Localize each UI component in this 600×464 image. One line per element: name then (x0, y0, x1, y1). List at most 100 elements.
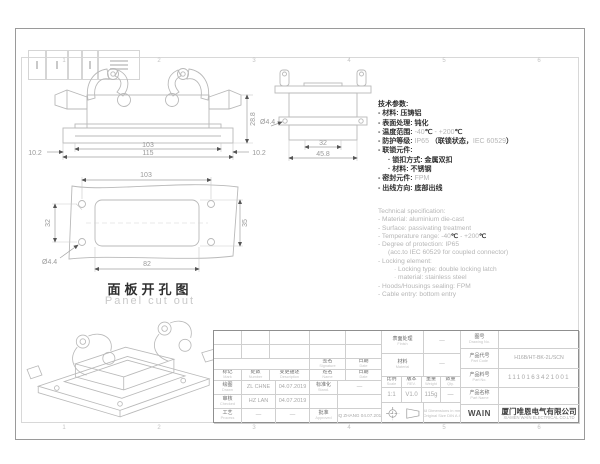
tb-notes-cell: All Dimensions in mm Original Size DIN A… (424, 403, 461, 424)
tb-rev-cell (310, 331, 346, 345)
side-view-part-outline (274, 69, 372, 141)
tb-rev-header: 版本 REV. (402, 377, 422, 388)
tb-checked-header: 审核 Checked (214, 395, 242, 409)
binding-strip-cell (46, 50, 68, 80)
dimension-label: 45.8 (316, 151, 330, 158)
tb-process-date-value: — (289, 412, 296, 419)
dimension-label: 32 (45, 219, 52, 227)
tb-part-no-value: 1110163421001 (499, 369, 580, 388)
tb-drawn-name-value: ZL CHNE (246, 383, 271, 390)
tb-mark-label-en: Mark (223, 375, 232, 380)
tb-blank-cell (338, 395, 382, 409)
panel-cutout-drawing: 103 32 35 82 Ø4.4 (42, 172, 249, 272)
binding-strip-cell (28, 50, 46, 80)
spec-line: - Cable entry: bottom entry (378, 290, 457, 298)
tb-part-no-label-cn: 产品料号 (469, 372, 490, 379)
tb-approved-label-cn: 批准 (318, 410, 329, 417)
tb-weight-value: 115g (422, 388, 441, 403)
tb-scale-header: 比例 Scale (382, 377, 402, 388)
tb-drawing-no-value (499, 331, 580, 349)
tb-company-logo-cell: WAIN (461, 405, 499, 424)
tb-rev-cell (242, 331, 270, 345)
tb-mark-label-cn: 标记 (222, 370, 233, 376)
tb-finish-label-cn: 表面处理 (392, 336, 413, 343)
tb-process-name: — (242, 409, 276, 424)
dimension-label: 82 (143, 261, 151, 268)
tb-standard-header: 标准化 Stand. (310, 381, 338, 395)
tb-rev-cell (270, 331, 310, 345)
front-view-part-outline (54, 68, 242, 144)
tb-name-label-en: Name (322, 375, 333, 380)
tb-qty-value: — (441, 388, 461, 403)
binding-strip-cell (98, 50, 140, 80)
tb-process-header: 工艺 Process (214, 409, 242, 424)
dimension-label: Ø4.4 (260, 119, 275, 126)
zone-label: 5 (442, 425, 446, 431)
wain-logo: WAIN (468, 409, 491, 418)
spec-line: - Temperature range: -40℃ - +200℃ (378, 232, 487, 240)
spec-line: 技术参数: (378, 101, 409, 108)
tb-checked-name-value: HZ LAN (248, 397, 269, 404)
tb-description-label-cn: 变更描述 (279, 370, 300, 376)
tb-drawing-no-header: 图号 Drawing No. (461, 331, 499, 349)
tb-signature-header: 签名 Signature (310, 359, 346, 370)
tb-drawn-name: ZL CHNE (242, 381, 276, 395)
tb-material-value: — (424, 354, 461, 377)
tb-finish-label-en: Finish (397, 342, 408, 347)
tb-material-value-text: — (439, 361, 445, 368)
tb-rev-cell (346, 331, 382, 345)
tb-checked-date-value: 04.07.2019 (278, 397, 307, 404)
tb-rev-cell (214, 345, 242, 359)
tb-signature-label-en: Signature (319, 364, 336, 369)
tb-drawing-no-label-cn: 图号 (474, 333, 485, 340)
tb-part-no-label-en: Part No. (472, 378, 487, 383)
tb-finish-header: 表面处理 Finish (382, 331, 424, 354)
tb-drawn-label-cn: 绘图 (222, 381, 233, 388)
spec-line: - 密封元件: FPM (378, 175, 430, 183)
spec-line: · Locking type: double locking latch (394, 266, 497, 274)
title-block: 签名 Signature 日期 Date 标记 Mark 处数 Number 变… (213, 330, 580, 424)
tb-weight-label-en: Weight (425, 382, 437, 387)
tb-rev-value: V1.0 (402, 388, 422, 403)
zone-label: 2 (157, 58, 161, 64)
zone-label: 3 (252, 425, 256, 431)
dimension-label: 103 (142, 142, 154, 149)
tb-qty-label-cn: 数量 (445, 377, 456, 383)
tb-rev-label-cn: 版本 (406, 377, 417, 383)
spec-line: · 材料: 不锈钢 (388, 166, 432, 174)
zone-label: 6 (537, 425, 541, 431)
panel-cutout-title-en: Panel cut out (104, 295, 196, 307)
spec-line: (acc.to IEC 60529 for coupled connector) (388, 249, 509, 257)
spec-line: - Material: aluminium die-cast (378, 216, 465, 224)
zone-label: 4 (347, 58, 351, 64)
dimension-label: Ø4.4 (42, 259, 57, 266)
tb-part-code-value-text: H16B/HT-BK-2L/SCN (514, 354, 564, 361)
tb-approved-value-text: HQ ZHANG 04.07.2019 (338, 412, 382, 418)
tb-mark-header: 标记 Mark (214, 370, 242, 381)
side-view-drawing: Ø4.4 32 45.8 (260, 69, 372, 161)
tb-rev-cell (214, 331, 242, 345)
tb-scale-value-text: 1:1 (387, 392, 396, 398)
tb-standard-label-cn: 标准化 (315, 381, 331, 388)
tb-part-no-value-text: 1110163421001 (507, 373, 570, 381)
tb-scale-label-cn: 比例 (386, 377, 397, 383)
spec-block-cn: 技术参数:- 材料: 压铸铝- 表面处理: 钝化- 温度范围: -40℃ - +… (378, 100, 513, 193)
tb-material-label-en: Material (395, 365, 410, 370)
tb-process-name-value: — (255, 412, 262, 419)
spec-line: - Locking element: (378, 257, 432, 265)
tb-date-label-en: Date (359, 375, 368, 380)
tb-part-code-value: H16B/HT-BK-2L/SCN (499, 349, 580, 369)
spec-line: - Degree of protection: IP65 (378, 241, 460, 249)
tb-part-code-header: 产品代号 Part Code (461, 349, 499, 369)
zone-label: 6 (537, 58, 541, 64)
zone-label: 4 (347, 425, 351, 431)
dimension-label: 35 (242, 219, 249, 227)
tb-dimensions-note: All Dimensions in mm (424, 408, 461, 413)
dimension-label: 32 (319, 140, 327, 147)
company-name-cn: 厦门唯恩电气有限公司 (501, 406, 577, 416)
isometric-view-drawing (26, 320, 220, 418)
tb-standard-label-en: Stand. (318, 387, 329, 392)
tb-drawn-date: 04.07.2019 (276, 381, 310, 395)
tb-drawn-date-value: 04.07.2019 (278, 383, 307, 390)
